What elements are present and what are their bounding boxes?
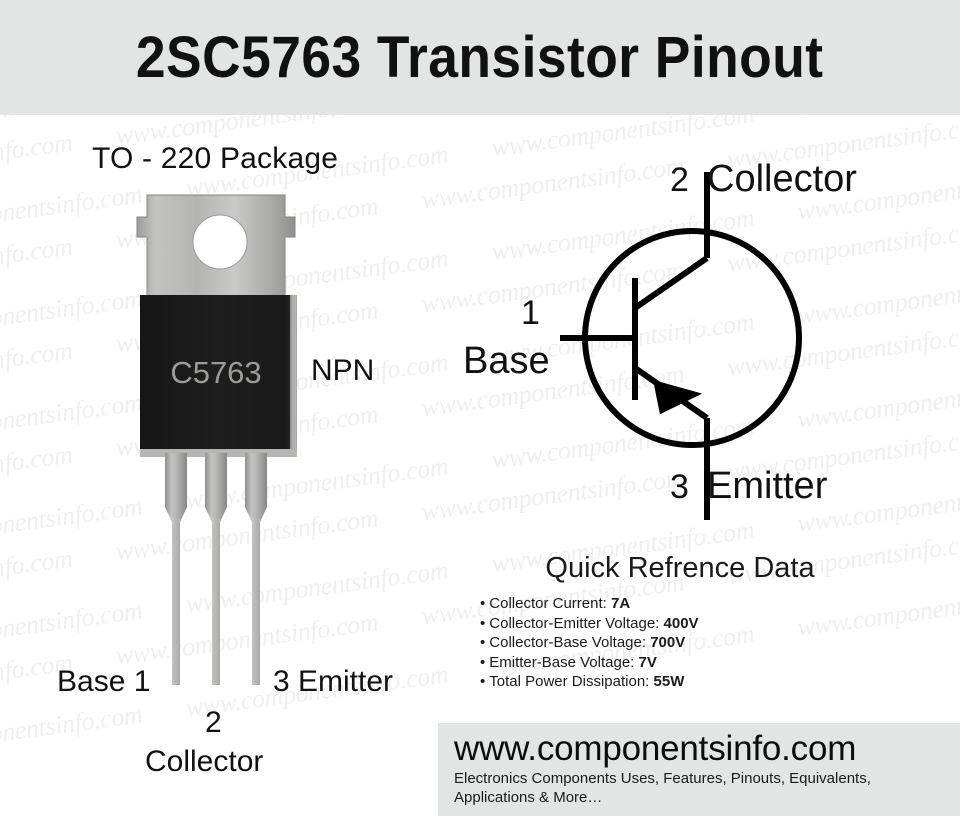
bullet-icon: • (480, 653, 486, 671)
watermark-text: www.componentsinfo.com (0, 231, 75, 295)
symbol-emitter-arrow (653, 379, 703, 415)
page-title: 2SC5763 Transistor Pinout (136, 25, 824, 90)
quick-reference-item: •Total Power Dissipation: 55W (480, 672, 895, 692)
bullet-icon: • (480, 614, 486, 632)
to220-package-drawing: C5763 (136, 194, 297, 685)
watermark-text: www.componentsinfo.com (0, 127, 75, 191)
symbol-pin-1-number: 1 (521, 294, 540, 332)
bullet-icon: • (480, 634, 486, 651)
symbol-pin-2-number: 2 (670, 161, 689, 199)
watermark-text: www.componentsinfo.com (0, 335, 75, 399)
brand-tagline-line-1: Electronics Components Uses, Features, P… (454, 770, 871, 787)
watermark-text: www.componentsinfo.com (0, 699, 145, 763)
quick-reference-section: Quick Refrence Data •Collector Current: … (455, 552, 895, 692)
package-leads (165, 453, 267, 685)
symbol-collector-label: Collector (707, 158, 857, 200)
watermark-text: www.componentsinfo.com (0, 179, 145, 243)
header-bar: 2SC5763 Transistor Pinout (0, 0, 960, 115)
symbol-collector-diagonal (633, 255, 709, 311)
watermark-text: www.componentsinfo.com (0, 387, 145, 451)
quick-reference-item-value: 7V (638, 653, 657, 671)
lead-pin-3 (245, 453, 267, 685)
quick-reference-item: •Emitter-Base Voltage: 7V (480, 653, 895, 673)
watermark-text: www.componentsinfo.com (0, 543, 75, 607)
quick-reference-item: •Collector-Base Voltage: 700V (480, 633, 895, 653)
package-marking-text: C5763 (170, 355, 261, 390)
quick-reference-item-label: Collector Current: (489, 595, 611, 612)
pin-label-base-1: Base 1 (57, 665, 151, 698)
quick-reference-item: •Collector-Emitter Voltage: 400V (480, 614, 895, 634)
symbol-pin-3-number: 3 (670, 468, 689, 506)
brand-tagline-line-2: Applications & More… (454, 789, 603, 806)
quick-reference-item-value: 7A (610, 595, 631, 612)
quick-reference-item-value: 55W (653, 673, 685, 690)
bullet-icon: • (480, 595, 486, 612)
transistor-type-label: NPN (311, 354, 375, 387)
quick-reference-item: •Collector Current: 7A (480, 594, 895, 614)
pin-label-collector-name: Collector (145, 745, 264, 778)
symbol-emitter-label: Emitter (707, 465, 828, 507)
lead-pin-2 (205, 453, 227, 685)
npn-schematic-symbol: 2 Collector 1 Base 3 Emitter (455, 150, 960, 550)
quick-reference-item-label: Emitter-Base Voltage: (489, 653, 639, 671)
quick-reference-title: Quick Refrence Data (545, 552, 815, 584)
quick-reference-item-label: Collector-Emitter Voltage: (489, 614, 664, 632)
symbol-base-label: Base (463, 340, 550, 382)
quick-reference-item-label: Collector-Base Voltage: (489, 634, 651, 651)
pin-label-collector-number: 2 (205, 706, 222, 739)
pin-label-emitter-3: 3 Emitter (273, 665, 394, 698)
lead-pin-1 (165, 453, 187, 685)
watermark-text: www.componentsinfo.com (0, 595, 145, 659)
quick-reference-item-value: 400V (663, 614, 699, 632)
watermark-text: www.componentsinfo.com (0, 439, 75, 503)
quick-reference-item-label: Total Power Dissipation: (489, 673, 654, 690)
package-type-label: TO - 220 Package (92, 142, 339, 175)
package-metal-tab (136, 194, 296, 298)
bullet-icon: • (480, 673, 486, 690)
package-body: C5763 (140, 295, 297, 457)
quick-reference-list: •Collector Current: 7A•Collector-Emitter… (455, 594, 895, 692)
quick-reference-item-value: 700V (650, 634, 686, 651)
watermark-text: www.componentsinfo.com (0, 491, 145, 555)
branding-box: www.componentsinfo.com Electronics Compo… (438, 723, 960, 816)
watermark-text: www.componentsinfo.com (0, 283, 145, 347)
brand-website-url[interactable]: www.componentsinfo.com (454, 729, 857, 768)
mounting-hole (192, 214, 248, 270)
